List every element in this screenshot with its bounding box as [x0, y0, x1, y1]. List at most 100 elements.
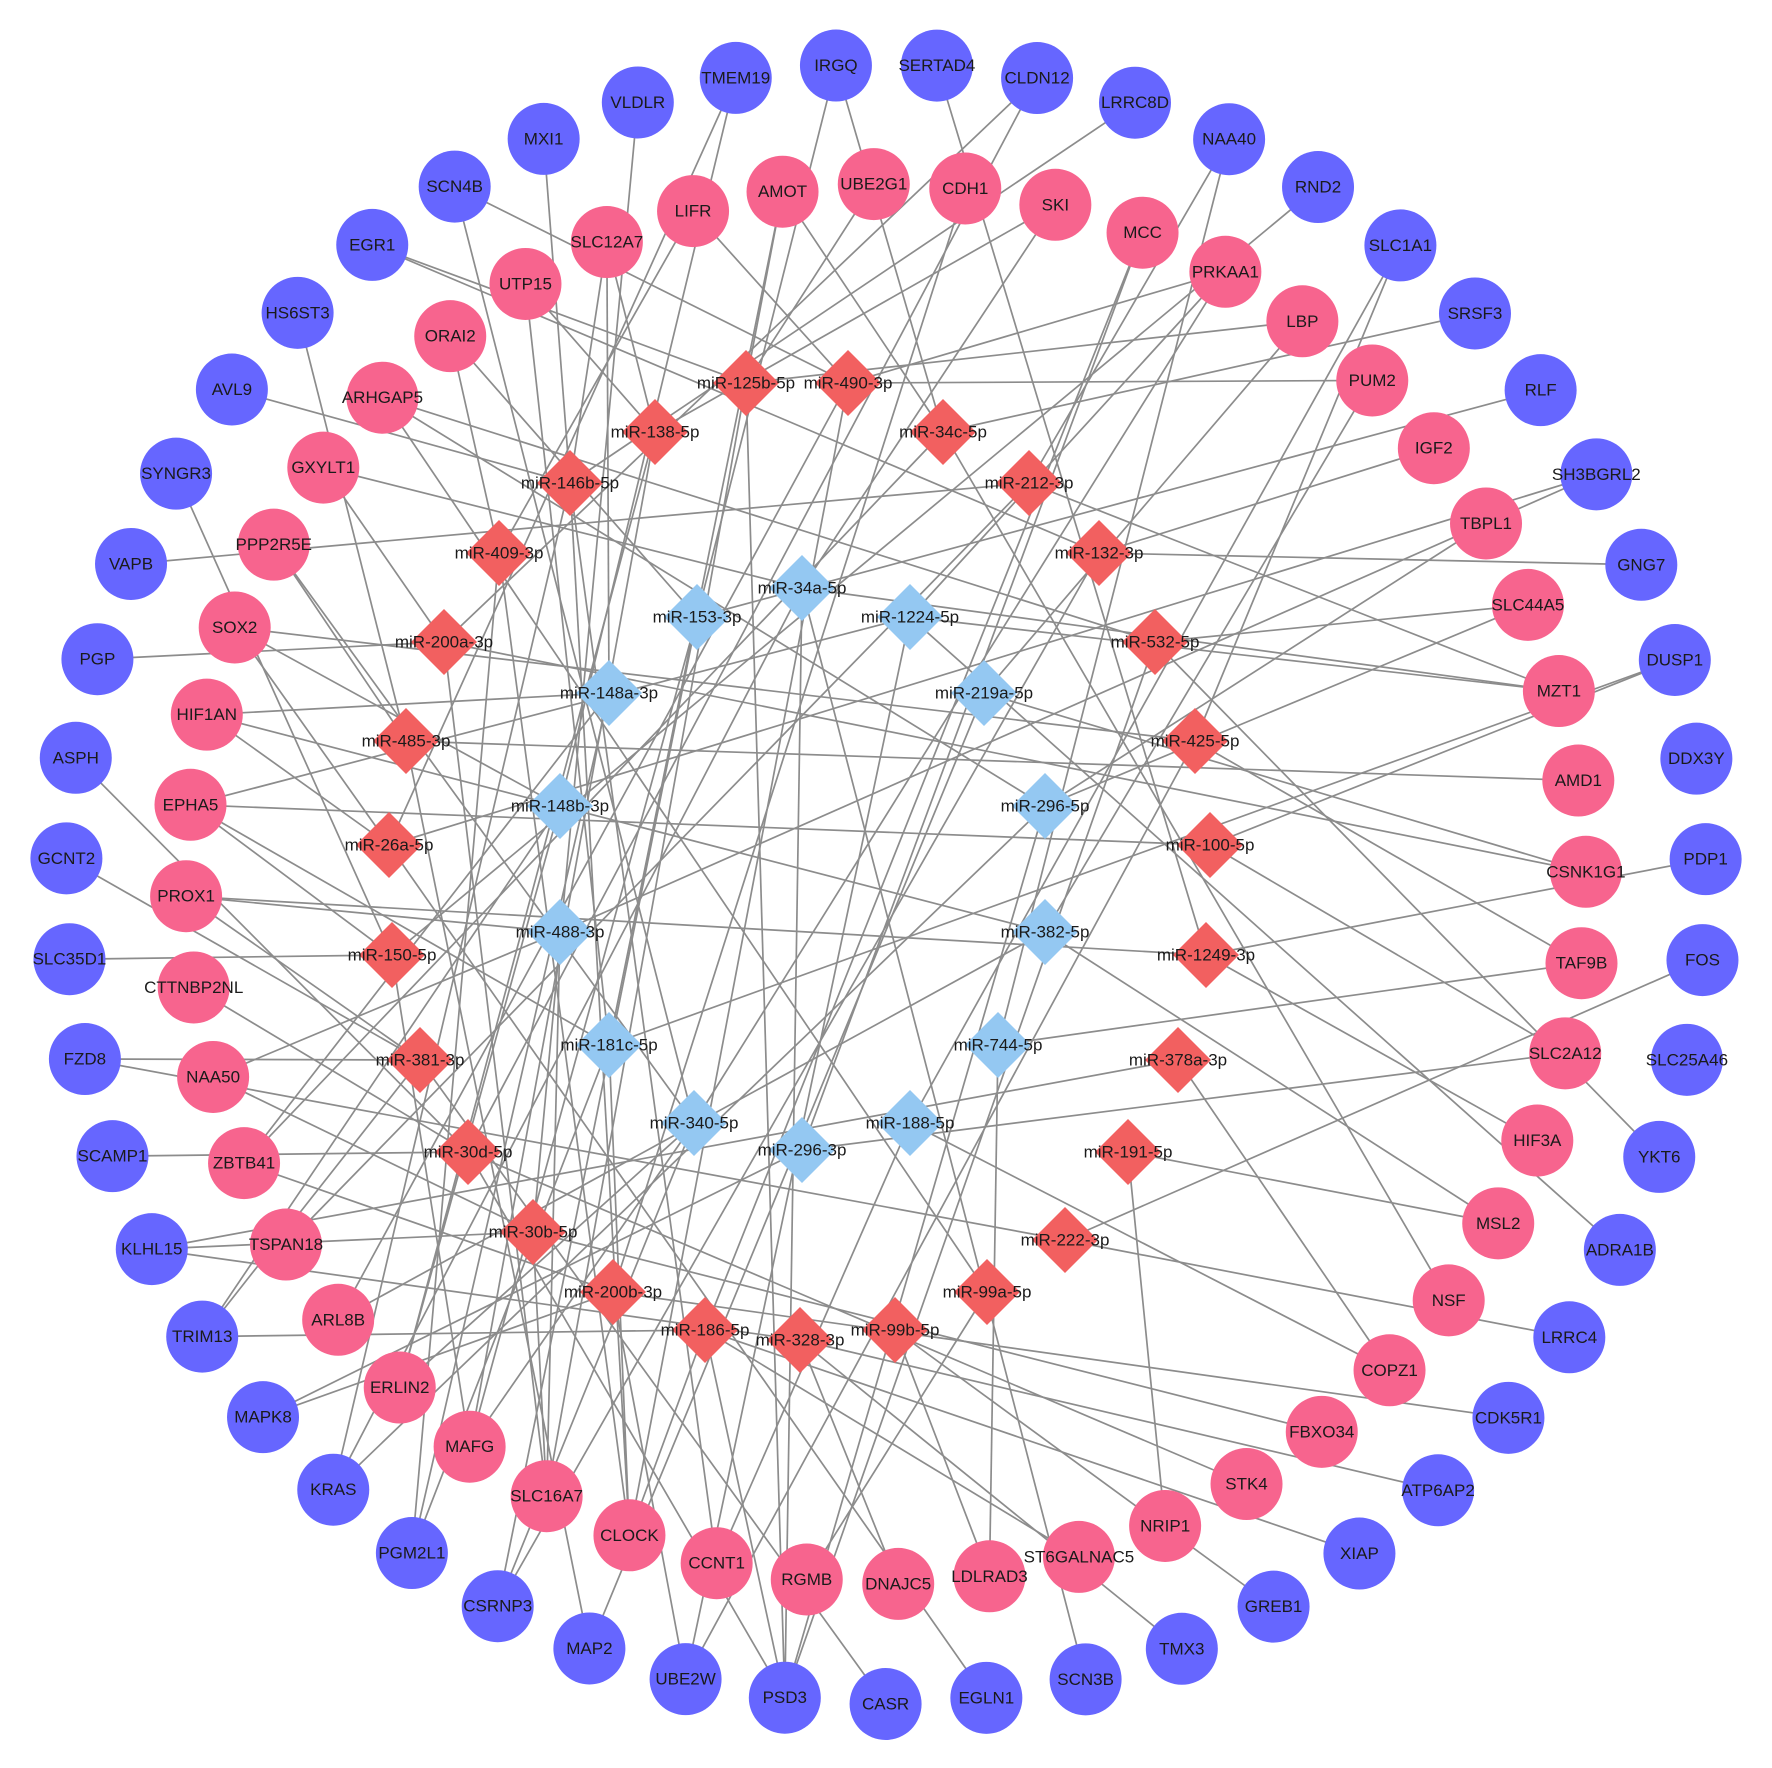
inner-gene-node-erlin2[interactable]: ERLIN2 — [363, 1351, 436, 1424]
inner-gene-node-hif1an[interactable]: HIF1AN — [170, 678, 243, 751]
mirna-node-mir-1249-3p[interactable]: miR-1249-3p — [1157, 922, 1255, 988]
inner-gene-node-fbxo34[interactable]: FBXO34 — [1285, 1395, 1358, 1468]
outer-gene-node-ddx3y[interactable]: DDX3Y — [1660, 722, 1733, 795]
mirna-node-mir-1224-5p[interactable]: miR-1224-5p — [861, 584, 959, 650]
mirna-node-mir-34c-5p[interactable]: miR-34c-5p — [899, 399, 987, 465]
outer-gene-node-sertad4[interactable]: SERTAD4 — [898, 29, 975, 102]
outer-gene-node-syngr3[interactable]: SYNGR3 — [140, 437, 213, 510]
outer-gene-node-xiap[interactable]: XIAP — [1323, 1517, 1396, 1590]
inner-gene-node-zbtb41[interactable]: ZBTB41 — [208, 1127, 281, 1200]
outer-gene-node-dusp1[interactable]: DUSP1 — [1638, 624, 1711, 697]
inner-gene-node-lifr[interactable]: LIFR — [657, 175, 730, 248]
mirna-node-mir-409-3p[interactable]: miR-409-3p — [455, 520, 544, 586]
inner-gene-node-utp15[interactable]: UTP15 — [489, 247, 562, 320]
inner-gene-node-ldlrad3[interactable]: LDLRAD3 — [951, 1540, 1028, 1613]
inner-gene-node-cdh1[interactable]: CDH1 — [929, 152, 1002, 225]
mirna-node-mir-212-3p[interactable]: miR-212-3p — [985, 450, 1074, 516]
mirna-node-mir-132-3p[interactable]: miR-132-3p — [1055, 520, 1144, 586]
inner-gene-node-mafg[interactable]: MAFG — [433, 1410, 506, 1483]
outer-gene-node-tmx3[interactable]: TMX3 — [1145, 1612, 1218, 1685]
inner-gene-node-ccnt1[interactable]: CCNT1 — [680, 1527, 753, 1600]
outer-gene-node-sh3bgrl2[interactable]: SH3BGRL2 — [1552, 438, 1641, 511]
mirna-node-mir-34a-5p[interactable]: miR-34a-5p — [758, 555, 847, 621]
mirna-node-mir-99b-5p[interactable]: miR-99b-5p — [851, 1297, 940, 1363]
inner-gene-node-mcc[interactable]: MCC — [1106, 196, 1179, 269]
outer-gene-node-lrrc4[interactable]: LRRC4 — [1533, 1301, 1606, 1374]
mirna-node-mir-191-5p[interactable]: miR-191-5p — [1084, 1119, 1173, 1185]
outer-gene-node-pgm2l1[interactable]: PGM2L1 — [375, 1517, 448, 1590]
mirna-node-mir-99a-5p[interactable]: miR-99a-5p — [943, 1259, 1032, 1325]
mirna-node-mir-186-5p[interactable]: miR-186-5p — [661, 1297, 750, 1363]
inner-gene-node-lbp[interactable]: LBP — [1266, 285, 1339, 358]
mirna-node-mir-148a-3p[interactable]: miR-148a-3p — [560, 660, 658, 726]
outer-gene-node-fzd8[interactable]: FZD8 — [48, 1023, 121, 1096]
mirna-node-mir-378a-3p[interactable]: miR-378a-3p — [1129, 1027, 1227, 1093]
outer-gene-node-mxi1[interactable]: MXI1 — [507, 102, 580, 175]
mirna-node-mir-181c-5p[interactable]: miR-181c-5p — [560, 1012, 658, 1078]
mirna-node-mir-26a-5p[interactable]: miR-26a-5p — [345, 812, 434, 878]
inner-gene-node-mzt1[interactable]: MZT1 — [1522, 655, 1595, 728]
outer-gene-node-atp6ap2[interactable]: ATP6AP2 — [1401, 1454, 1475, 1527]
outer-gene-node-rnd2[interactable]: RND2 — [1282, 151, 1355, 224]
inner-gene-node-amot[interactable]: AMOT — [746, 155, 819, 228]
inner-gene-node-amd1[interactable]: AMD1 — [1542, 744, 1615, 817]
inner-gene-node-stk4[interactable]: STK4 — [1210, 1448, 1283, 1521]
mirna-node-mir-490-3p[interactable]: miR-490-3p — [804, 350, 893, 416]
mirna-node-mir-381-3p[interactable]: miR-381-3p — [376, 1027, 465, 1093]
mirna-node-mir-100-5p[interactable]: miR-100-5p — [1166, 812, 1255, 878]
outer-gene-node-klhl15[interactable]: KLHL15 — [115, 1213, 188, 1286]
mirna-node-mir-488-3p[interactable]: miR-488-3p — [516, 899, 605, 965]
mirna-node-mir-382-5p[interactable]: miR-382-5p — [1001, 899, 1090, 965]
outer-gene-node-greb1[interactable]: GREB1 — [1237, 1570, 1310, 1643]
outer-gene-node-egr1[interactable]: EGR1 — [336, 208, 409, 281]
outer-gene-node-ube2w[interactable]: UBE2W — [649, 1643, 722, 1716]
inner-gene-node-orai2[interactable]: ORAI2 — [414, 300, 487, 373]
inner-gene-node-slc16a7[interactable]: SLC16A7 — [510, 1460, 583, 1533]
outer-gene-node-tmem19[interactable]: TMEM19 — [699, 41, 772, 114]
mirna-node-mir-485-3p[interactable]: miR-485-3p — [362, 708, 451, 774]
inner-gene-node-naa50[interactable]: NAA50 — [177, 1040, 250, 1113]
outer-gene-node-vldlr[interactable]: VLDLR — [601, 66, 674, 139]
inner-gene-node-arl8b[interactable]: ARL8B — [302, 1283, 375, 1356]
outer-gene-node-slc25a46[interactable]: SLC25A46 — [1646, 1023, 1728, 1096]
mirna-node-mir-138-5p[interactable]: miR-138-5p — [611, 399, 700, 465]
mirna-node-mir-219a-5p[interactable]: miR-219a-5p — [935, 660, 1033, 726]
inner-gene-node-tspan18[interactable]: TSPAN18 — [249, 1208, 323, 1281]
mirna-node-mir-222-3p[interactable]: miR-222-3p — [1021, 1207, 1110, 1273]
mirna-node-mir-200b-3p[interactable]: miR-200b-3p — [564, 1259, 662, 1325]
outer-gene-node-mapk8[interactable]: MAPK8 — [227, 1381, 300, 1454]
mirna-node-mir-532-5p[interactable]: miR-532-5p — [1111, 609, 1200, 675]
outer-gene-node-avl9[interactable]: AVL9 — [195, 353, 268, 426]
outer-gene-node-gcnt2[interactable]: GCNT2 — [30, 822, 103, 895]
outer-gene-node-trim13[interactable]: TRIM13 — [166, 1300, 239, 1373]
inner-gene-node-arhgap5[interactable]: ARHGAP5 — [342, 361, 423, 434]
outer-gene-node-vapb[interactable]: VAPB — [95, 527, 168, 600]
inner-gene-node-igf2[interactable]: IGF2 — [1397, 412, 1470, 485]
inner-gene-node-slc44a5[interactable]: SLC44A5 — [1492, 568, 1565, 641]
outer-gene-node-cdk5r1[interactable]: CDK5R1 — [1472, 1381, 1545, 1454]
outer-gene-node-lrrc8d[interactable]: LRRC8D — [1098, 66, 1171, 139]
inner-gene-node-dnajc5[interactable]: DNAJC5 — [862, 1547, 935, 1620]
outer-gene-node-csrnp3[interactable]: CSRNP3 — [461, 1570, 534, 1643]
inner-gene-node-rgmb[interactable]: RGMB — [770, 1543, 843, 1616]
mirna-node-mir-425-5p[interactable]: miR-425-5p — [1151, 708, 1240, 774]
mirna-node-mir-188-5p[interactable]: miR-188-5p — [866, 1090, 955, 1156]
outer-gene-node-fos[interactable]: FOS — [1666, 924, 1739, 997]
outer-gene-node-kras[interactable]: KRAS — [297, 1453, 370, 1526]
outer-gene-node-srsf3[interactable]: SRSF3 — [1438, 277, 1511, 350]
inner-gene-node-nsf[interactable]: NSF — [1412, 1264, 1485, 1337]
outer-gene-node-irgq[interactable]: IRGQ — [799, 29, 872, 102]
inner-gene-node-msl2[interactable]: MSL2 — [1462, 1187, 1535, 1260]
mirna-node-mir-125b-5p[interactable]: miR-125b-5p — [697, 350, 795, 416]
outer-gene-node-pgp[interactable]: PGP — [61, 623, 134, 696]
inner-gene-node-gxylt1[interactable]: GXYLT1 — [287, 431, 360, 504]
inner-gene-node-cttnbp2nl[interactable]: CTTNBP2NL — [144, 951, 243, 1024]
mirna-node-mir-340-5p[interactable]: miR-340-5p — [650, 1090, 739, 1156]
mirna-node-mir-200a-3p[interactable]: miR-200a-3p — [395, 609, 493, 675]
outer-gene-node-egln1[interactable]: EGLN1 — [950, 1661, 1023, 1734]
inner-gene-node-hif3a[interactable]: HIF3A — [1501, 1104, 1574, 1177]
inner-gene-node-nrip1[interactable]: NRIP1 — [1129, 1489, 1202, 1562]
mirna-node-mir-30d-5p[interactable]: miR-30d-5p — [424, 1119, 513, 1185]
outer-gene-node-adra1b[interactable]: ADRA1B — [1583, 1213, 1656, 1286]
inner-gene-node-ube2g1[interactable]: UBE2G1 — [837, 148, 910, 221]
